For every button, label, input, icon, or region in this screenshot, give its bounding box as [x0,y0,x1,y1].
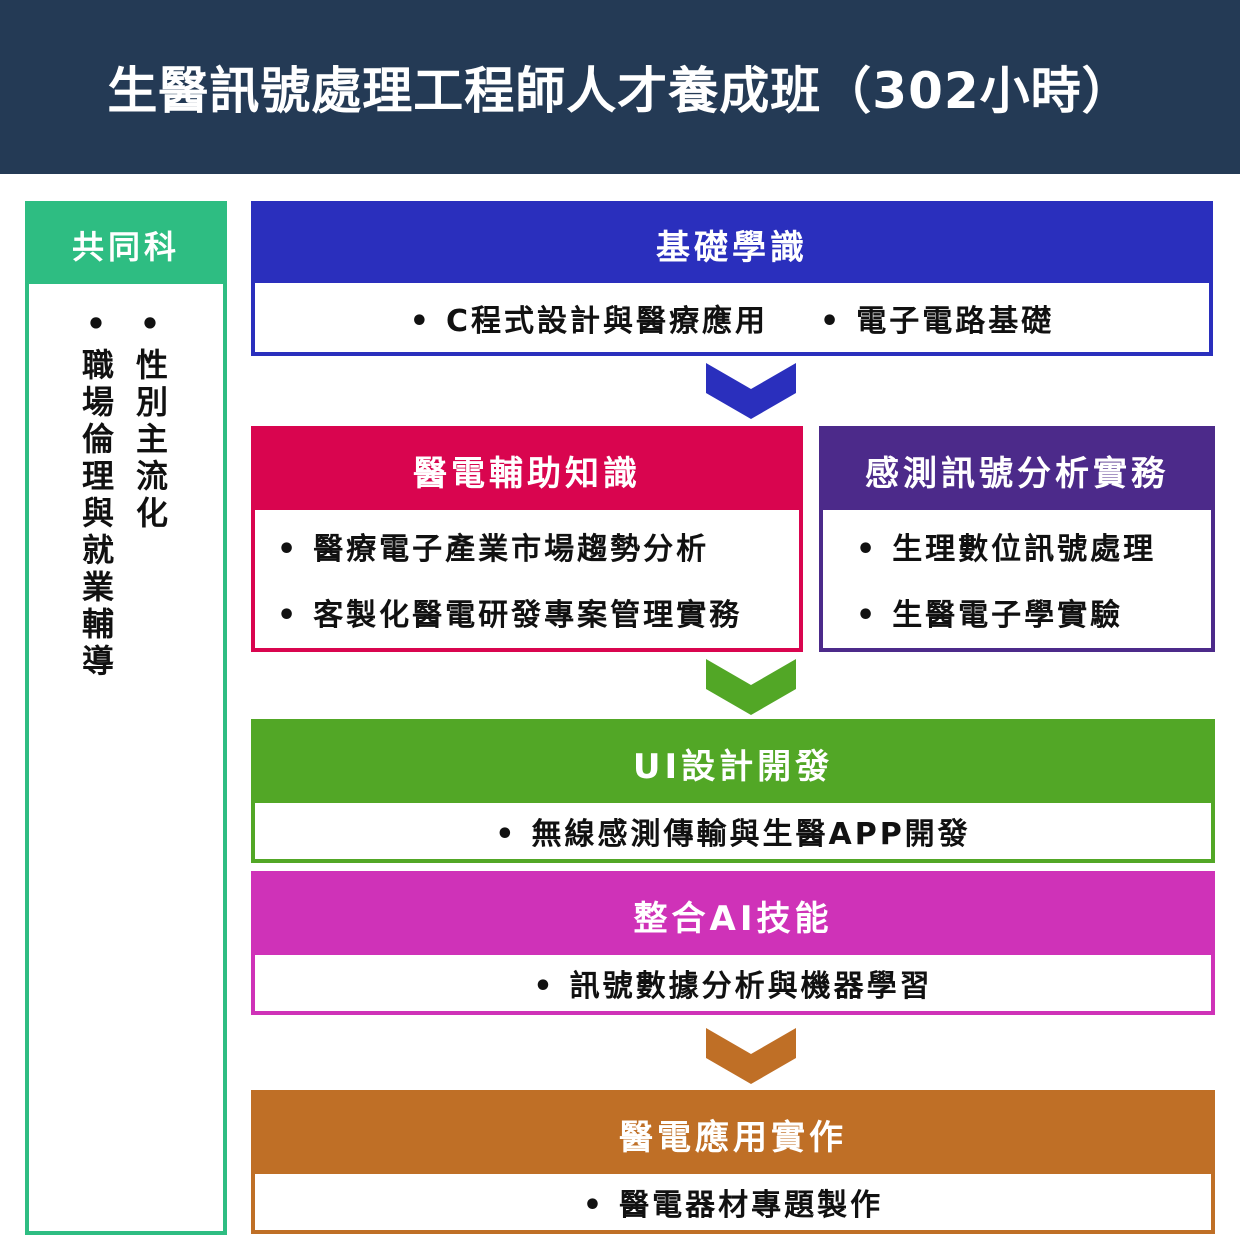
block-ai-header: 整合AI技能 [255,875,1211,955]
block-basic-body: C程式設計與醫療應用 電子電路基礎 [255,283,1209,352]
block-sensing: 感測訊號分析實務 生理數位訊號處理 生醫電子學實驗 [819,426,1215,652]
block-basic: 基礎學識 C程式設計與醫療應用 電子電路基礎 [251,201,1213,356]
block-ui-item: 無線感測傳輸與生醫APP開發 [495,809,970,853]
common-subjects-panel: 共同科 性別主流化 職場倫理與就業輔導 [25,201,227,1235]
block-sensing-body: 生理數位訊號處理 生醫電子學實驗 [823,510,1211,648]
arrow-shape [706,659,796,715]
block-ai-body: 訊號數據分析與機器學習 [255,955,1211,1011]
block-practice-header: 醫電應用實作 [255,1094,1211,1174]
block-medical-item: 醫療電子產業市場趨勢分析 [277,524,709,568]
block-basic-item: 電子電路基礎 [820,296,1054,340]
block-medical-body: 醫療電子產業市場趨勢分析 客製化醫電研發專案管理實務 [255,510,799,648]
block-sensing-item: 生醫電子學實驗 [856,590,1123,634]
chevron-down-icon [706,1028,796,1084]
page-title: 生醫訊號處理工程師人才養成班（302小時） [0,0,1240,174]
block-sensing-header: 感測訊號分析實務 [823,430,1211,510]
block-ai-item: 訊號數據分析與機器學習 [533,961,932,1005]
block-medical-item: 客製化醫電研發專案管理實務 [277,590,742,634]
block-practice-item: 醫電器材專題製作 [583,1180,883,1224]
block-basic-header: 基礎學識 [255,205,1209,283]
arrow-shape [706,1028,796,1084]
block-practice-body: 醫電器材專題製作 [255,1174,1211,1230]
common-subject-ethics: 職場倫理與就業輔導 [77,305,115,681]
block-practice: 醫電應用實作 醫電器材專題製作 [251,1090,1215,1234]
block-medical: 醫電輔助知識 醫療電子產業市場趨勢分析 客製化醫電研發專案管理實務 [251,426,803,652]
block-ui: UI設計開發 無線感測傳輸與生醫APP開發 [251,719,1215,863]
block-sensing-item: 生理數位訊號處理 [856,524,1156,568]
chevron-down-icon [706,363,796,419]
block-ai: 整合AI技能 訊號數據分析與機器學習 [251,871,1215,1015]
common-subjects-header: 共同科 [29,205,223,284]
block-ui-body: 無線感測傳輸與生醫APP開發 [255,803,1211,859]
block-ui-header: UI設計開發 [255,723,1211,803]
arrow-shape [706,363,796,419]
common-subject-gender: 性別主流化 [131,305,169,533]
block-basic-item: C程式設計與醫療應用 [410,296,768,340]
chevron-down-icon [706,659,796,715]
block-medical-header: 醫電輔助知識 [255,430,799,510]
